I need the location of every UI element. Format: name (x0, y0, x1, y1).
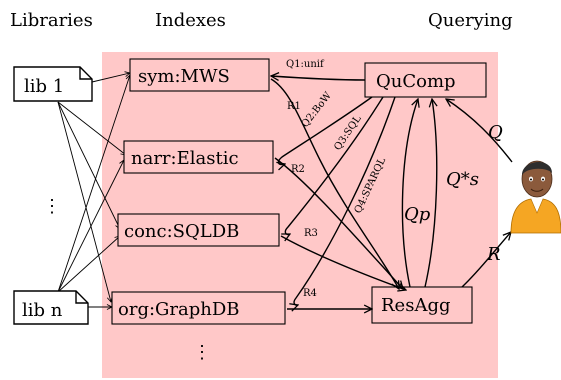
index-ellipsis: ⋮ (193, 342, 211, 363)
qucomp-label: QuComp (376, 71, 456, 92)
document-icon (13, 290, 89, 325)
edge-label-r: R (486, 244, 501, 265)
edge-label-r3: R3 (304, 228, 318, 239)
header-indexes: Indexes (155, 10, 226, 31)
document-icon (13, 66, 93, 102)
edge-label-qs: Q*s (446, 169, 479, 190)
index-narr-label: narr:Elastic (131, 148, 239, 169)
edge-label-q1: Q1:unif (286, 59, 325, 70)
result-edges (270, 78, 406, 309)
index-narr: narr:Elastic (123, 140, 274, 174)
index-org: org:GraphDB (111, 291, 286, 325)
edge-label-r2: R2 (291, 164, 305, 175)
edge-label-r4: R4 (303, 288, 317, 299)
user-icon (510, 160, 561, 234)
index-sym-label: sym:MWS (138, 66, 230, 87)
library-1: lib 1 (13, 66, 93, 102)
library-n: lib n (13, 290, 89, 325)
library-ellipsis: ⋮ (43, 196, 61, 217)
user-edges (446, 99, 513, 288)
index-sym: sym:MWS (129, 58, 270, 92)
edge-label-qp: Qp (404, 204, 431, 225)
index-conc-label: conc:SQLDB (124, 221, 239, 242)
header-querying: Querying (428, 10, 513, 31)
resagg-node: ResAgg (371, 286, 473, 324)
header-libraries: Libraries (10, 10, 93, 31)
edge-label-q: Q (488, 122, 503, 143)
library-index-edges (57, 73, 130, 307)
library-n-label: lib n (22, 300, 63, 321)
query-edges (271, 76, 396, 305)
index-conc: conc:SQLDB (117, 213, 280, 247)
index-org-label: org:GraphDB (118, 299, 240, 320)
library-1-label: lib 1 (24, 76, 64, 97)
feedback-edges (401, 99, 436, 288)
resagg-label: ResAgg (381, 295, 451, 316)
edge-label-r1: R1 (287, 101, 301, 112)
qucomp-node: QuComp (364, 62, 487, 98)
